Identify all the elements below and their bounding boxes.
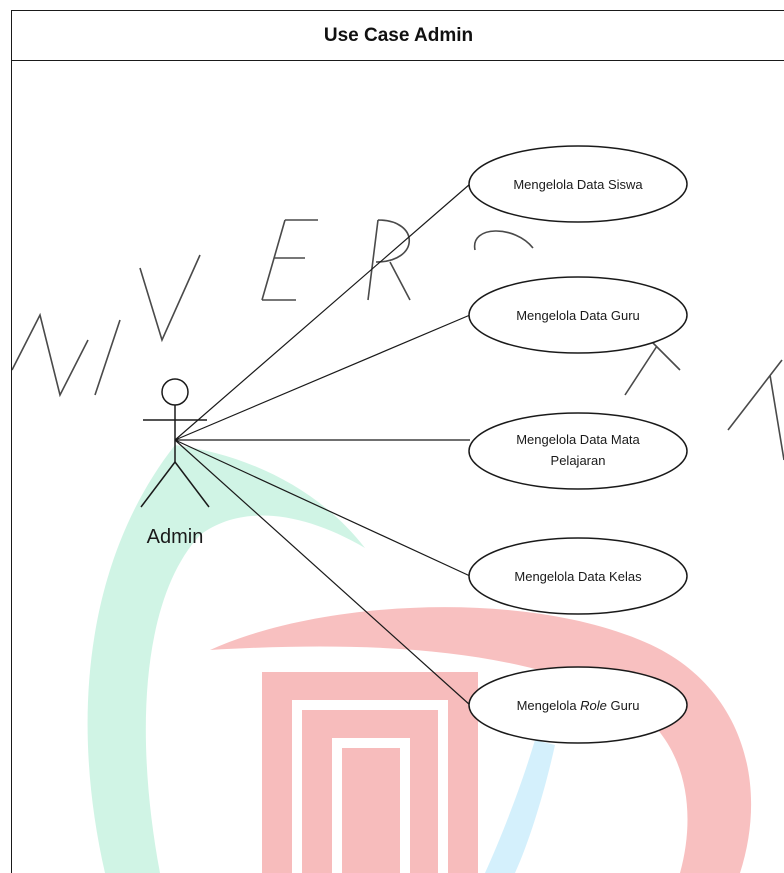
association-uc5 [174,439,471,706]
association-uc2 [174,314,471,441]
use-case-ellipse-uc5 [468,666,688,744]
diagram-title: Use Case Admin [323,25,474,46]
watermark-letters [11,219,784,461]
use-case-label-uc5: Mengelola Role Guru [472,687,684,723]
use-case-label-uc4: Mengelola Data Kelas [514,568,642,584]
use-case-label-uc3: Mengelola Data Mata Pelajaran [516,432,640,468]
use-case-ellipses [468,145,688,744]
watermark-teal-arc [87,445,366,873]
use-case-label-uc5-suffix: Guru [606,697,640,713]
actor-admin-label: Admin [146,526,204,548]
association-uc4 [174,439,471,577]
use-case-label-uc5-italic: Role [580,697,607,713]
use-case-label-uc1: Mengelola Data Siswa [513,176,643,192]
use-case-label-uc5-prefix: Mengelola [516,697,581,713]
association-uc1 [174,183,471,441]
use-case-ellipse-uc4 [468,537,688,615]
frame-header: Use Case Admin [12,11,784,61]
actor-right-leg [174,461,210,508]
use-case-label-uc2: Mengelola Data Guru [516,307,640,323]
watermark-blue-stroke [485,740,555,873]
use-case-ellipse-uc1 [468,145,688,223]
actor-admin-figure [140,378,210,508]
use-case-frame: Use Case Admin [11,10,784,873]
actor-head [161,378,189,406]
use-case-ellipse-uc2 [468,276,688,354]
actor-left-leg [140,461,176,508]
associations [174,183,471,706]
use-case-ellipse-uc3 [468,412,688,490]
